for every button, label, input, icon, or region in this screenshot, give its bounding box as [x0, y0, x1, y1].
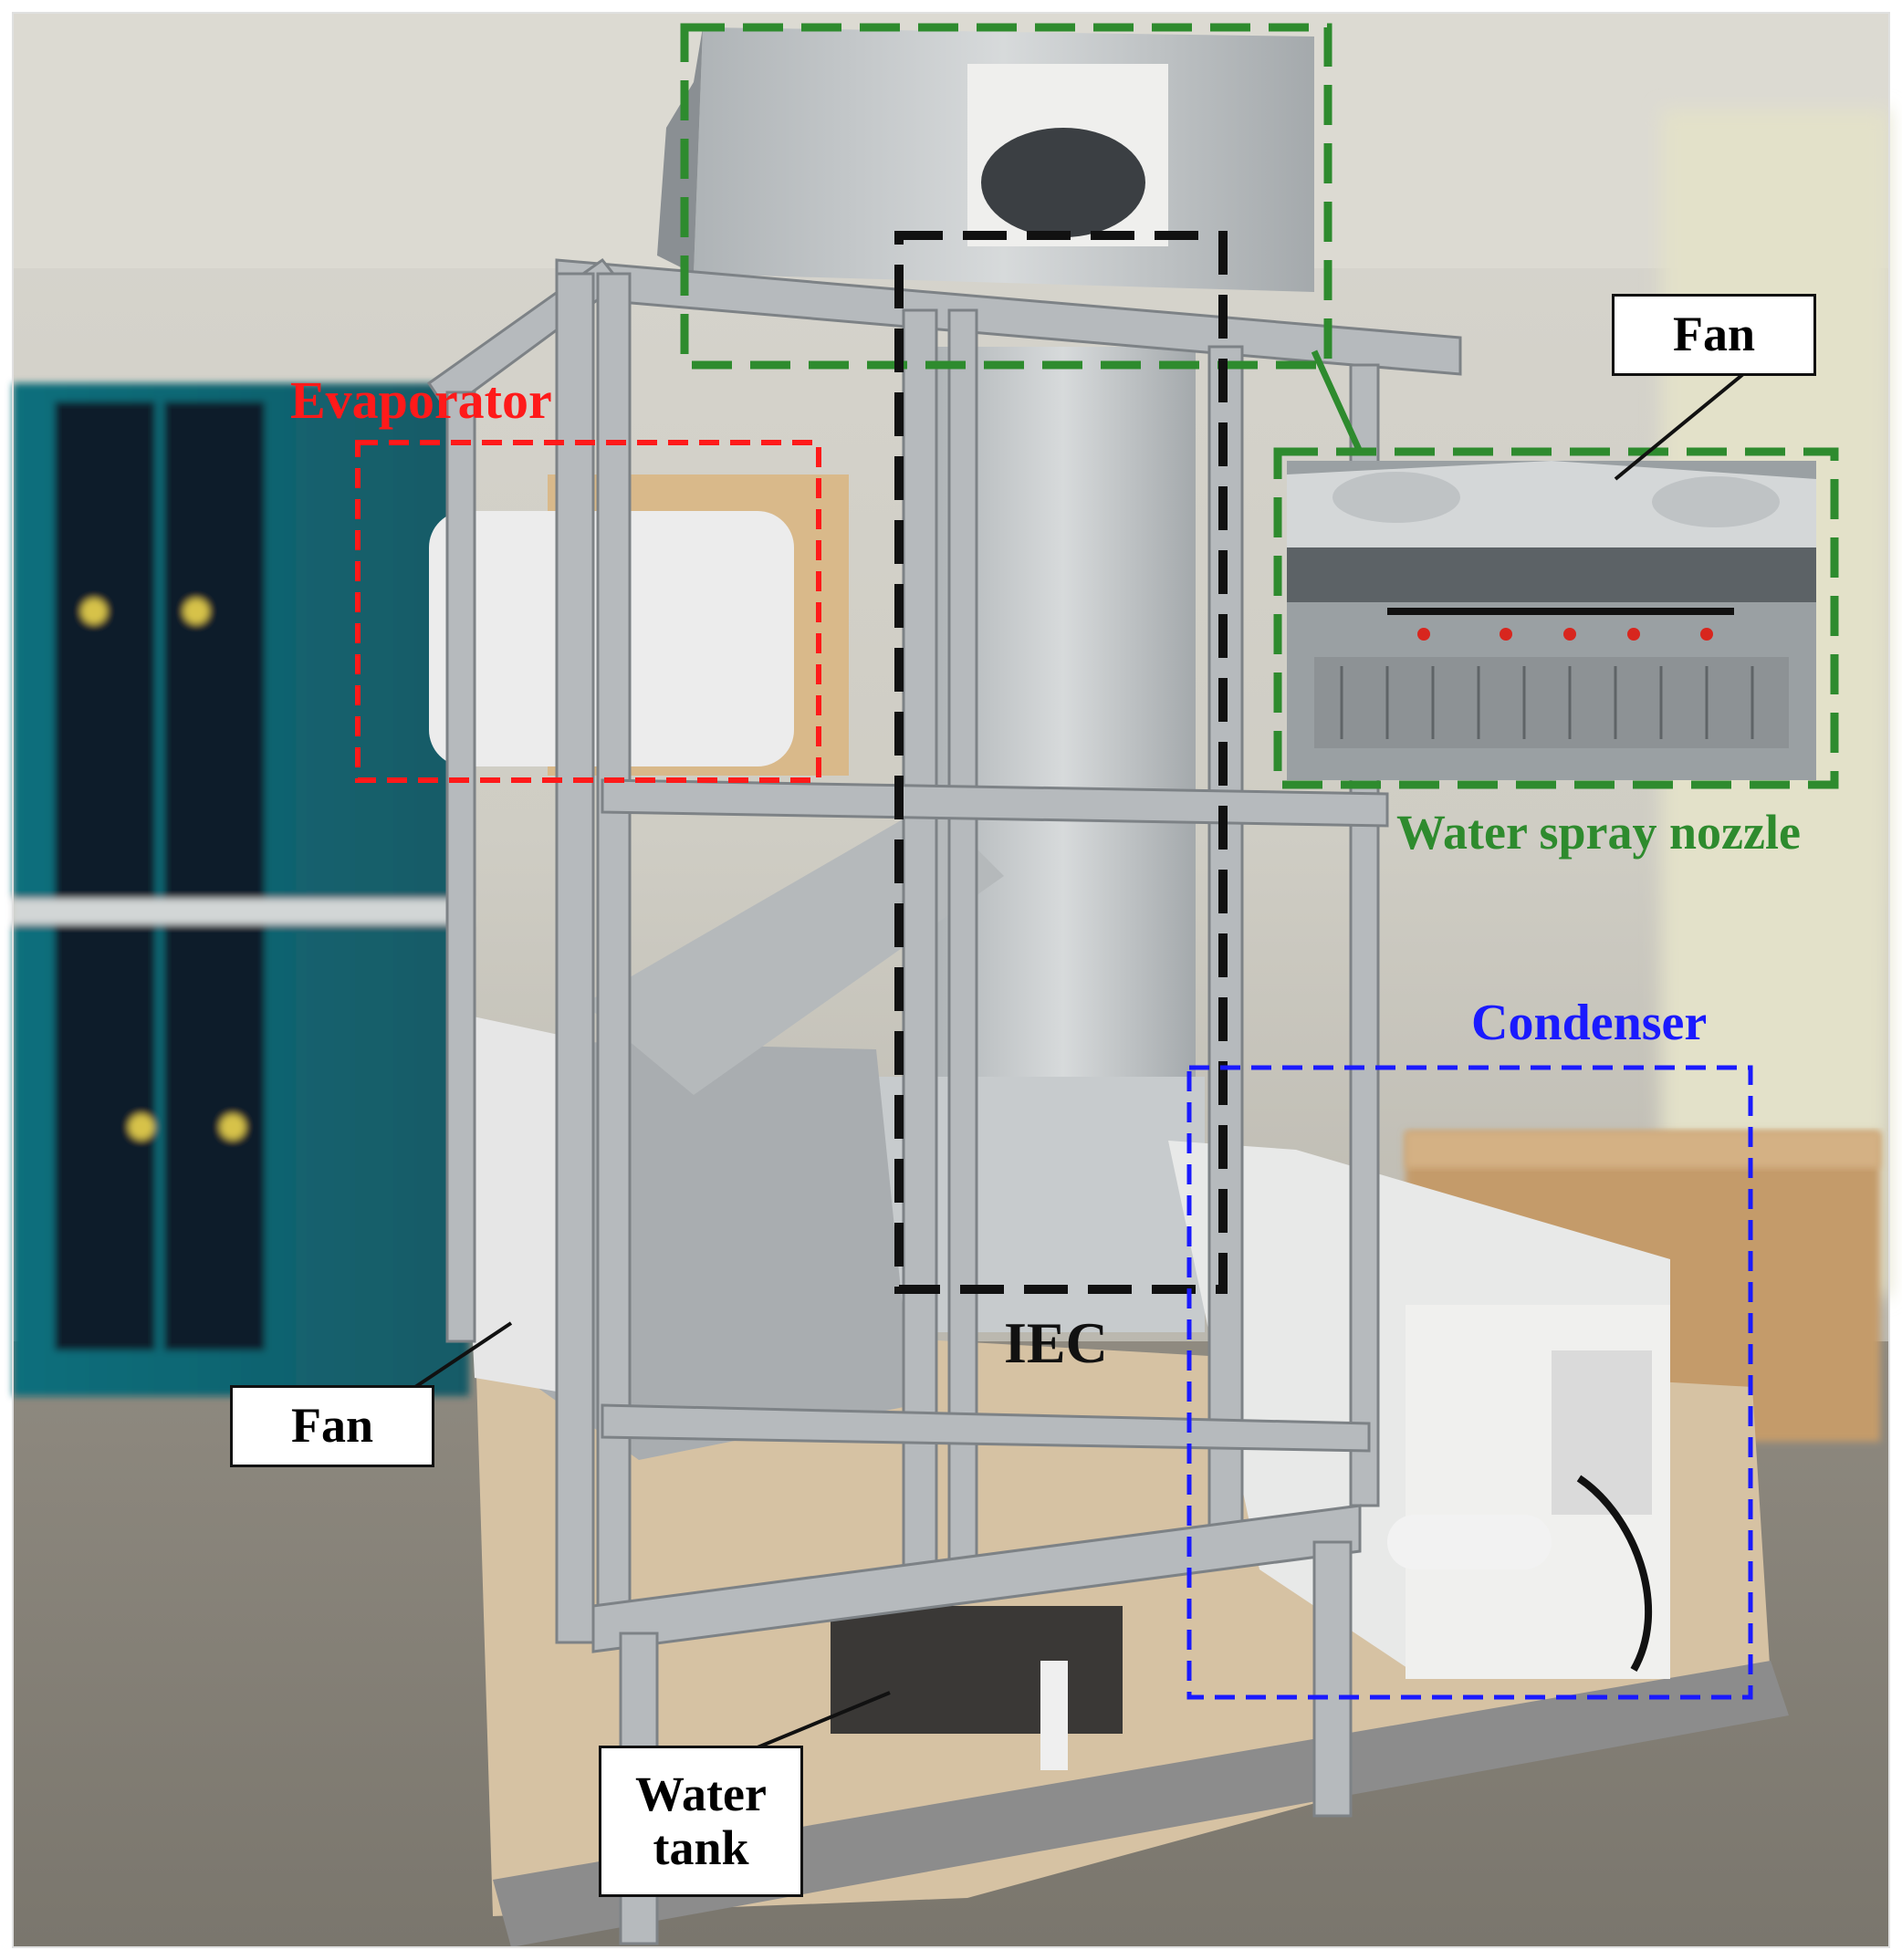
top-duct-side [657, 27, 703, 274]
condenser-dashed-box [1186, 1065, 1753, 1700]
image-border [12, 12, 1890, 1948]
water-tank-leader [757, 1691, 891, 1749]
left-fan-unit [456, 1013, 584, 1396]
water-spray-dashed-box-top [680, 23, 1332, 370]
water-spray-connector [1311, 349, 1364, 454]
nozzle-inset-photo [1287, 461, 1816, 780]
fan-top-leader [1614, 372, 1745, 481]
condenser-cable [1576, 1475, 1653, 1672]
fan-left-text: Fan [290, 1398, 374, 1454]
condenser-pipe [1387, 1515, 1552, 1569]
cardboard-box-top [1406, 1131, 1880, 1168]
evaporator-label: Evaporator [290, 370, 552, 430]
evaporator-dashed-box [355, 440, 821, 783]
water-tank-label: Water tank [599, 1746, 803, 1897]
water-tank [831, 1606, 1123, 1734]
teal-cabinets [13, 383, 469, 1396]
base-edge [493, 1661, 1789, 1947]
water-tank-pipe [1040, 1661, 1068, 1770]
fan-top-text: Fan [1672, 307, 1756, 362]
water-spray-dashed-box-inset [1273, 447, 1839, 789]
water-spray-nozzle-label: Water spray nozzle [1396, 805, 1801, 860]
iec-label: IEC [1004, 1310, 1108, 1375]
iec-dashed-box [894, 231, 1228, 1294]
condenser-panel [1552, 1350, 1652, 1515]
top-fan-opening [981, 128, 1145, 237]
fan-top-label: Fan [1612, 294, 1816, 376]
fan-left-label: Fan [230, 1385, 434, 1467]
condenser-label: Condenser [1471, 995, 1708, 1051]
water-tank-text-line1: Water [635, 1766, 767, 1821]
water-tank-text-line2: tank [653, 1820, 749, 1875]
fan-left-leader [413, 1321, 513, 1389]
